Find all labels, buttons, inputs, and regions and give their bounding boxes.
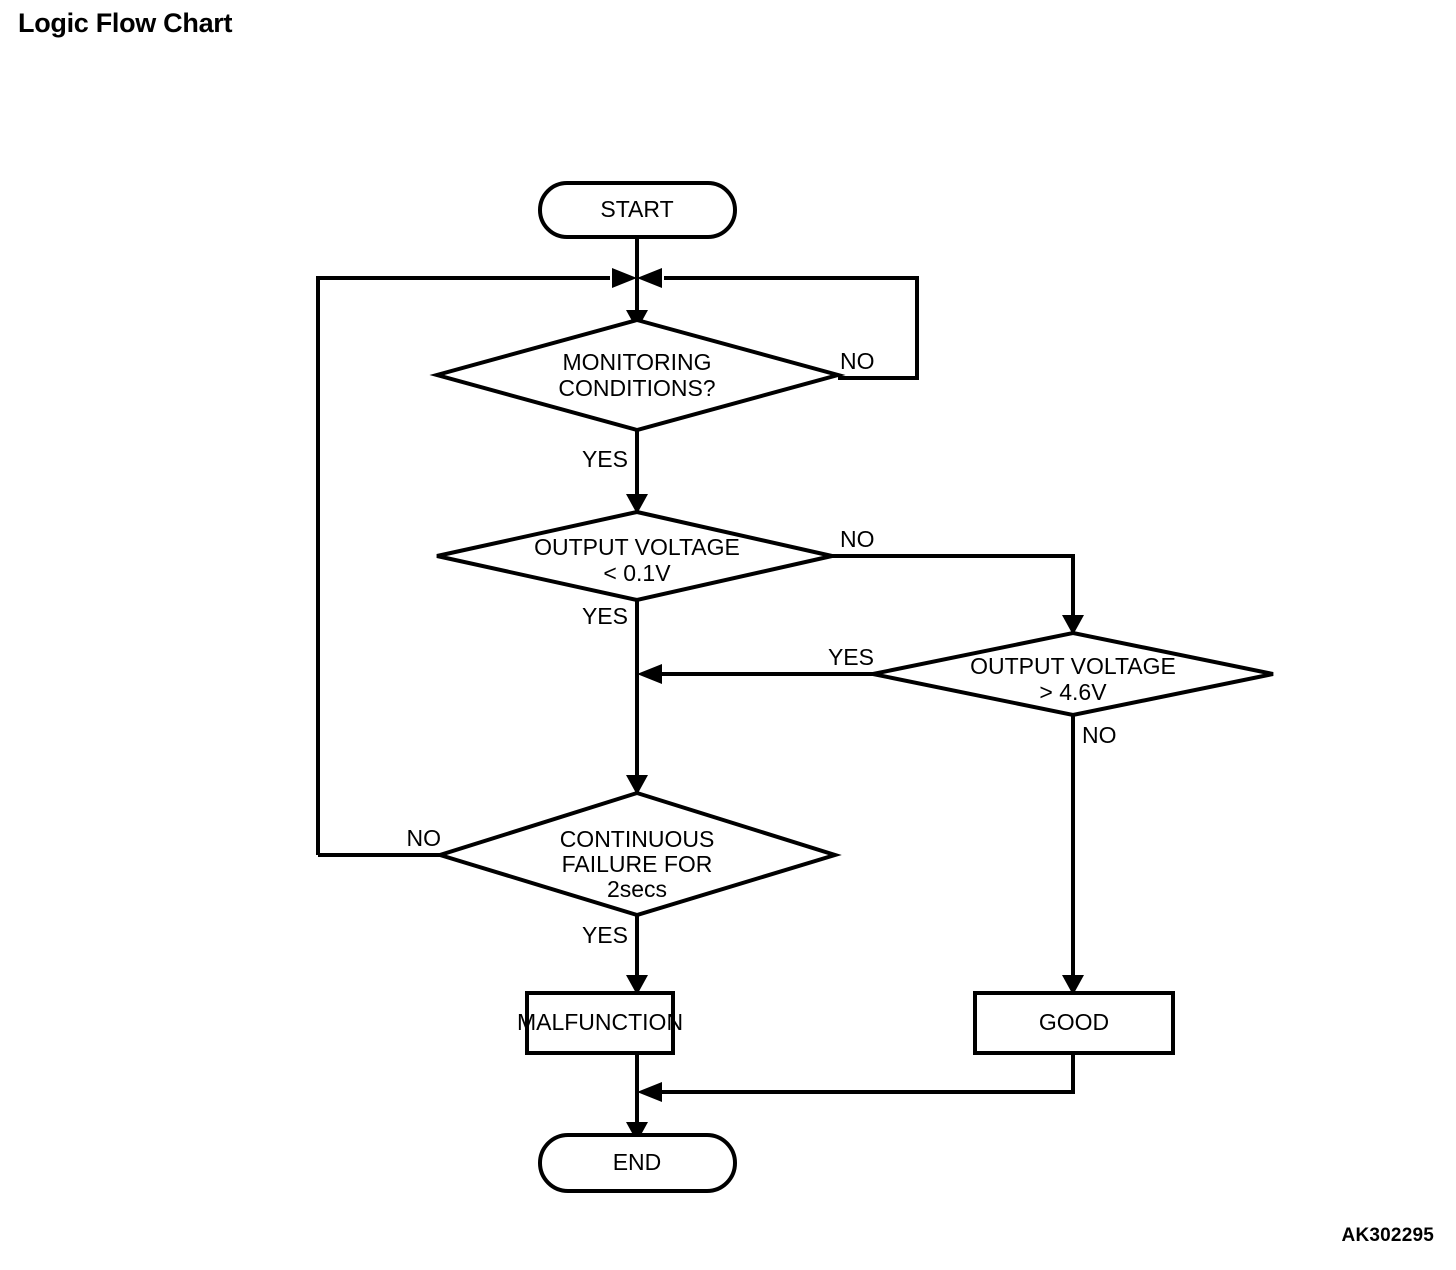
node-end[interactable]: END (538, 1133, 737, 1193)
end-shape (538, 1133, 737, 1193)
monitoring-conditions-shape (429, 317, 846, 433)
node-start[interactable]: START (538, 181, 737, 239)
edge-voltlow-no (832, 554, 1075, 618)
node-monitoring-conditions[interactable]: MONITORING CONDITIONS? (429, 317, 846, 433)
arrowhead-volthigh-yes (637, 664, 662, 684)
edge-label-monitoring-no: NO (840, 348, 875, 374)
start-label: START (600, 196, 673, 222)
edge-contfail-no-loopback (316, 276, 610, 855)
figure-code-label: AK302295 (1341, 1225, 1434, 1246)
page-title: Logic Flow Chart (18, 8, 233, 38)
node-output-voltage-low[interactable]: OUTPUT VOLTAGE < 0.1V (436, 509, 833, 603)
output-voltage-low-label-line1: OUTPUT VOLTAGE (534, 534, 740, 560)
arrowhead-left-loop-return (612, 268, 637, 288)
continuous-failure-label-line3: 2secs (607, 876, 667, 902)
output-voltage-high-label-line2: > 4.6V (1039, 679, 1107, 705)
arrowhead-into-volt-high (1062, 615, 1084, 635)
output-voltage-low-shape (436, 509, 833, 603)
node-output-voltage-high[interactable]: OUTPUT VOLTAGE > 4.6V (872, 630, 1274, 718)
malfunction-shape (525, 991, 675, 1055)
edge-label-volthigh-no: NO (1082, 722, 1117, 748)
arrowhead-into-end (626, 1122, 648, 1142)
edge-label-contfail-yes: YES (582, 922, 628, 948)
start-shape (538, 181, 737, 239)
node-continuous-failure[interactable]: CONTINUOUS FAILURE FOR 2secs (433, 790, 842, 918)
output-voltage-low-label-line2: < 0.1V (603, 560, 671, 586)
arrowhead-into-malfunction (626, 975, 648, 995)
continuous-failure-label-line2: FAILURE FOR (562, 851, 713, 877)
output-voltage-high-label-line1: OUTPUT VOLTAGE (970, 653, 1176, 679)
arrowhead-right-loop-return (637, 268, 662, 288)
end-label: END (613, 1149, 662, 1175)
good-shape (973, 991, 1175, 1055)
edge-monitoring-no-loopback (664, 276, 919, 380)
node-good[interactable]: GOOD (973, 991, 1175, 1055)
monitoring-conditions-label-line2: CONDITIONS? (558, 375, 715, 401)
edge-label-contfail-no: NO (407, 825, 442, 851)
continuous-failure-label-line1: CONTINUOUS (560, 826, 715, 852)
node-malfunction[interactable]: MALFUNCTION (517, 991, 683, 1055)
output-voltage-high-shape (872, 630, 1274, 718)
malfunction-label: MALFUNCTION (517, 1009, 683, 1035)
arrowhead-into-volt-low (626, 494, 648, 514)
edge-label-volthigh-yes: YES (828, 644, 874, 670)
edge-label-monitoring-yes: YES (582, 446, 628, 472)
good-label: GOOD (1039, 1009, 1109, 1035)
arrowhead-good-merge (637, 1082, 662, 1102)
arrowhead-into-cont-fail (626, 775, 648, 795)
arrowhead-into-good (1062, 975, 1084, 995)
continuous-failure-shape (433, 790, 842, 918)
monitoring-conditions-label-line1: MONITORING (562, 349, 711, 375)
edge-good-to-end (660, 1053, 1075, 1094)
edge-label-voltlow-yes: YES (582, 603, 628, 629)
edge-label-voltlow-no: NO (840, 526, 875, 552)
